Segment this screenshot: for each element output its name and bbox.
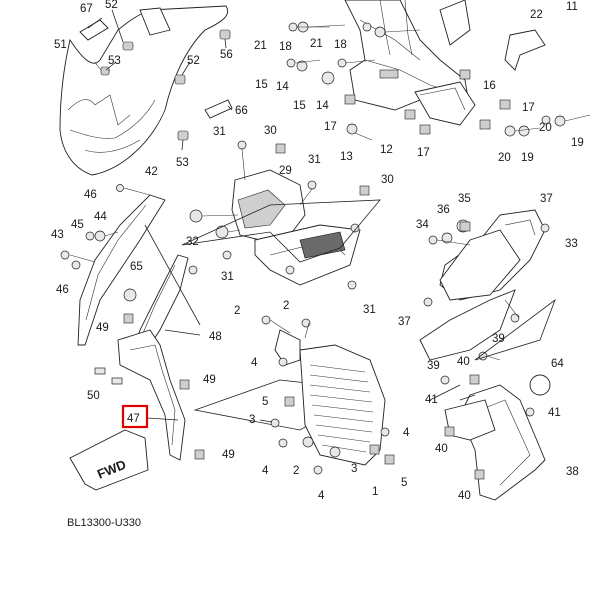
part-label-49[interactable]: 49 bbox=[222, 449, 235, 461]
side-cover-assembly bbox=[60, 184, 205, 461]
highlight-box bbox=[121, 404, 149, 429]
right-side-cover-assembly bbox=[419, 209, 556, 501]
part-label-22[interactable]: 22 bbox=[530, 9, 543, 21]
part-label-4[interactable]: 4 bbox=[251, 357, 258, 369]
part-label-4[interactable]: 4 bbox=[262, 465, 269, 477]
part-label-46[interactable]: 46 bbox=[84, 189, 97, 201]
part-label-56[interactable]: 56 bbox=[220, 49, 233, 61]
part-label-14[interactable]: 14 bbox=[276, 81, 289, 93]
part-label-15[interactable]: 15 bbox=[293, 100, 306, 112]
part-label-2[interactable]: 2 bbox=[283, 300, 289, 312]
part-label-48[interactable]: 48 bbox=[209, 331, 222, 343]
front-cowl-assembly bbox=[59, 5, 233, 176]
part-label-17[interactable]: 17 bbox=[522, 102, 535, 114]
part-label-67[interactable]: 67 bbox=[80, 3, 93, 15]
fwd-arrow: FWD bbox=[69, 429, 149, 491]
part-label-37[interactable]: 37 bbox=[540, 193, 553, 205]
part-label-31[interactable]: 31 bbox=[308, 154, 321, 166]
part-label-21[interactable]: 21 bbox=[310, 38, 323, 50]
part-label-17[interactable]: 17 bbox=[417, 147, 430, 159]
part-label-52[interactable]: 52 bbox=[105, 0, 118, 11]
part-label-41[interactable]: 41 bbox=[425, 394, 438, 406]
radiator-grille bbox=[309, 364, 374, 453]
diagram-code: BL13300-U330 bbox=[67, 517, 141, 529]
part-label-32[interactable]: 32 bbox=[186, 236, 199, 248]
part-label-52[interactable]: 52 bbox=[187, 55, 200, 67]
part-label-13[interactable]: 13 bbox=[340, 151, 353, 163]
part-label-12[interactable]: 12 bbox=[380, 144, 393, 156]
part-number-labels: 67 52 51 53 52 56 66 53 21 18 21 18 22 1… bbox=[51, 0, 584, 502]
part-label-65[interactable]: 65 bbox=[130, 261, 143, 273]
part-label-29[interactable]: 29 bbox=[279, 165, 292, 177]
part-label-40[interactable]: 40 bbox=[458, 490, 471, 502]
part-label-31[interactable]: 31 bbox=[363, 304, 376, 316]
part-label-14[interactable]: 14 bbox=[316, 100, 329, 112]
part-label-19[interactable]: 19 bbox=[521, 152, 534, 164]
part-label-4[interactable]: 4 bbox=[403, 427, 410, 439]
part-label-49[interactable]: 49 bbox=[203, 374, 216, 386]
part-label-2[interactable]: 2 bbox=[234, 305, 240, 317]
part-label-47[interactable]: 47 bbox=[127, 413, 140, 425]
part-label-53[interactable]: 53 bbox=[176, 157, 189, 169]
part-label-17[interactable]: 17 bbox=[324, 121, 337, 133]
part-label-50[interactable]: 50 bbox=[87, 390, 100, 402]
cowl-stay-assembly bbox=[286, 0, 591, 141]
part-label-44[interactable]: 44 bbox=[94, 211, 107, 223]
part-label-30[interactable]: 30 bbox=[381, 174, 394, 186]
part-label-18[interactable]: 18 bbox=[279, 41, 292, 53]
part-label-3[interactable]: 3 bbox=[351, 463, 357, 475]
radiator-cover-assembly bbox=[181, 199, 395, 475]
inner-panel-assembly bbox=[189, 140, 370, 290]
part-label-46[interactable]: 46 bbox=[56, 284, 69, 296]
part-label-20[interactable]: 20 bbox=[539, 122, 552, 134]
part-label-42[interactable]: 42 bbox=[145, 166, 158, 178]
part-label-41[interactable]: 41 bbox=[548, 407, 561, 419]
part-label-1[interactable]: 1 bbox=[372, 486, 378, 498]
part-label-40[interactable]: 40 bbox=[457, 356, 470, 368]
part-label-38[interactable]: 38 bbox=[566, 466, 579, 478]
part-label-45[interactable]: 45 bbox=[71, 219, 84, 231]
part-label-21[interactable]: 21 bbox=[254, 40, 267, 52]
part-label-3[interactable]: 3 bbox=[249, 414, 255, 426]
part-label-43[interactable]: 43 bbox=[51, 229, 64, 241]
part-label-5[interactable]: 5 bbox=[401, 477, 407, 489]
part-label-19[interactable]: 19 bbox=[571, 137, 584, 149]
part-label-66[interactable]: 66 bbox=[235, 105, 248, 117]
part-label-33[interactable]: 33 bbox=[565, 238, 578, 250]
part-label-30[interactable]: 30 bbox=[264, 125, 277, 137]
part-label-35[interactable]: 35 bbox=[458, 193, 471, 205]
part-label-51[interactable]: 51 bbox=[54, 39, 67, 51]
part-label-4[interactable]: 4 bbox=[318, 490, 325, 502]
part-label-31[interactable]: 31 bbox=[213, 126, 226, 138]
part-label-53[interactable]: 53 bbox=[108, 55, 121, 67]
part-label-16[interactable]: 16 bbox=[483, 80, 496, 92]
part-label-5[interactable]: 5 bbox=[262, 396, 268, 408]
part-label-11[interactable]: 11 bbox=[566, 1, 578, 13]
part-label-31[interactable]: 31 bbox=[221, 271, 234, 283]
part-label-39[interactable]: 39 bbox=[427, 360, 440, 372]
part-label-36[interactable]: 36 bbox=[437, 204, 450, 216]
part-label-2[interactable]: 2 bbox=[293, 465, 299, 477]
part-label-34[interactable]: 34 bbox=[416, 219, 429, 231]
part-label-64[interactable]: 64 bbox=[551, 358, 564, 370]
part-label-37[interactable]: 37 bbox=[398, 316, 411, 328]
part-label-40[interactable]: 40 bbox=[435, 443, 448, 455]
part-label-49[interactable]: 49 bbox=[96, 322, 109, 334]
part-label-15[interactable]: 15 bbox=[255, 79, 268, 91]
part-label-18[interactable]: 18 bbox=[334, 39, 347, 51]
part-label-39[interactable]: 39 bbox=[492, 333, 505, 345]
part-label-20[interactable]: 20 bbox=[498, 152, 511, 164]
